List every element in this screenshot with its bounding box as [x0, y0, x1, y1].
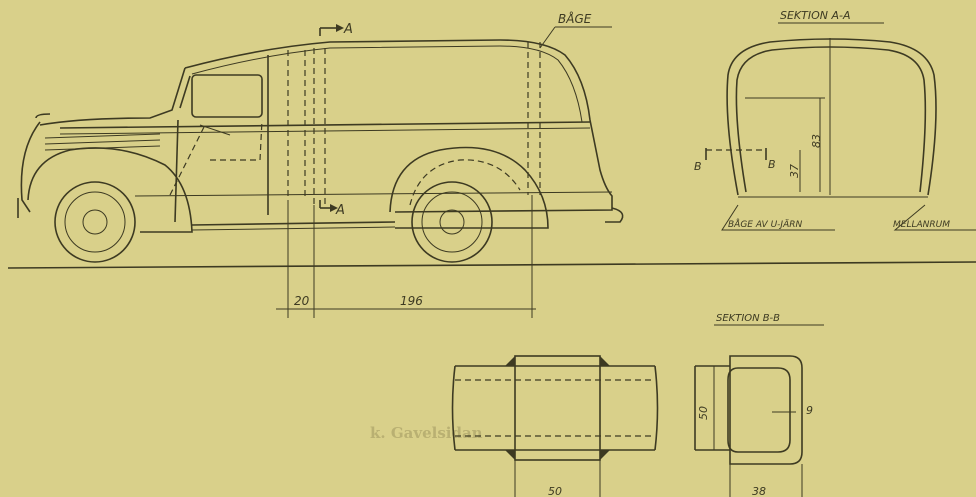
- section-b-right-label: B: [768, 158, 776, 171]
- section-aa: SEKTION A-A 83 37 B B BÅGE AV U-JÄRN MEL…: [694, 9, 976, 231]
- section-bb: SEKTION B-B 50 50 9 38: [451, 313, 824, 497]
- ghost-heading: k. Gavelsidan: [370, 424, 483, 442]
- ground-line: [7, 261, 976, 269]
- dim-20-label: 20: [294, 294, 310, 308]
- section-a-marker-top: A: [319, 22, 353, 37]
- dim-50-vertical-label: 50: [697, 406, 710, 420]
- bage-u-jarn-label: BÅGE AV U-JÄRN: [728, 218, 802, 230]
- mellanrum-label: MELLANRUM: [893, 220, 950, 230]
- section-b-left-label: B: [694, 160, 702, 173]
- section-a-bottom-label: A: [335, 203, 345, 218]
- dim-83-label: 83: [810, 134, 823, 148]
- dimension-20-196: 20 196: [276, 195, 536, 318]
- section-a-marker-bottom: A: [319, 200, 345, 218]
- bage-callout: BÅGE: [539, 11, 612, 49]
- section-bb-title: SEKTION B-B: [716, 313, 780, 324]
- dim-9-label: 9: [806, 404, 813, 417]
- dim-38-label: 38: [752, 485, 766, 497]
- section-aa-title: SEKTION A-A: [780, 9, 851, 22]
- bage-label: BÅGE: [558, 11, 592, 26]
- van-side-view: [17, 39, 624, 263]
- dim-37-label: 37: [788, 164, 801, 178]
- dim-50-bottom-label: 50: [548, 485, 562, 497]
- dim-196-label: 196: [400, 294, 423, 308]
- section-a-top-label: A: [343, 22, 353, 37]
